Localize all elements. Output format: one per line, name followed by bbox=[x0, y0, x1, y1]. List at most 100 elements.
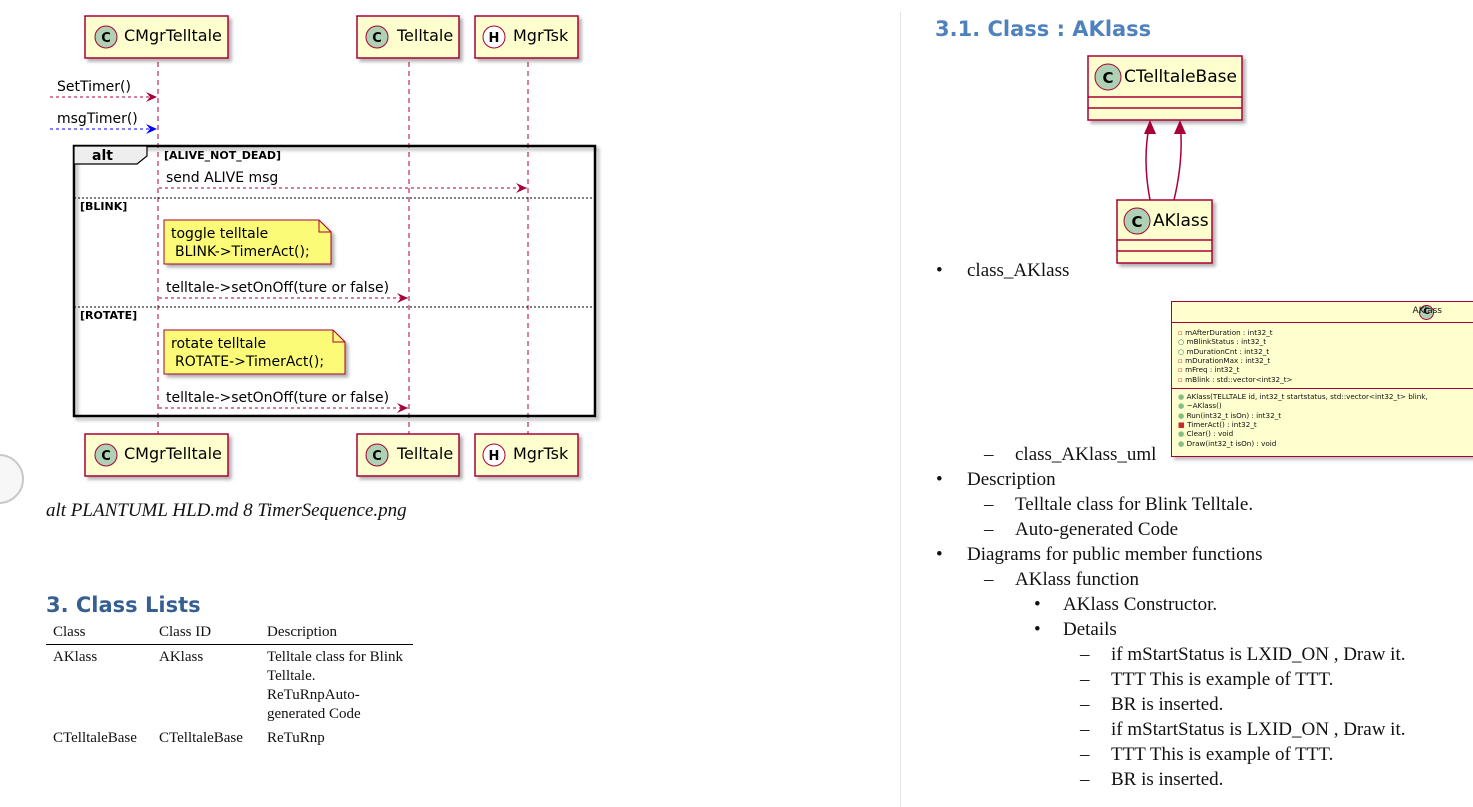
column-divider bbox=[900, 12, 901, 807]
class-icon: C bbox=[1419, 305, 1434, 320]
arrowhead bbox=[1174, 120, 1186, 134]
guard-rotate: [ROTATE] bbox=[80, 309, 137, 322]
participant-label: CMgrTelltale bbox=[124, 26, 222, 45]
uml-class-title: AKlass bbox=[1412, 306, 1442, 316]
bullet-diagrams: Diagrams for public member functions bbox=[967, 544, 1263, 565]
message-msgtimer: msgTimer() bbox=[57, 111, 138, 127]
bullet-dot: • bbox=[936, 260, 943, 281]
diagram-caption: alt PLANTUML HLD.md 8 TimerSequence.png bbox=[46, 500, 407, 521]
class-icon: C bbox=[372, 31, 382, 46]
participant-mgrtsk-bottom: H MgrTsk bbox=[474, 433, 579, 477]
uml-method: ● Clear() : void bbox=[1178, 429, 1234, 439]
detail-line: if mStartStatus is LXID_ON , Draw it. bbox=[1111, 644, 1406, 665]
bullet-class-aklass: class_AKlass bbox=[967, 260, 1070, 281]
alt-frame: alt [ALIVE_NOT_DEAD] [BLINK] [ROTATE] bbox=[72, 144, 597, 418]
class-icon: C bbox=[1131, 213, 1142, 231]
cell-description: Telltale class for Blink Telltale. ReTuR… bbox=[267, 649, 403, 722]
bullet-dot: • bbox=[1034, 594, 1041, 615]
dash-marker: – bbox=[1080, 769, 1090, 790]
class-list-table: Class Class ID Description AKlass AKlass… bbox=[46, 623, 413, 750]
uml-attribute: ○ mBlinkStatus : int32_t bbox=[1178, 337, 1267, 347]
class-inheritance-diagram: C CTelltaleBase C AKlass bbox=[1087, 55, 1243, 264]
class-icon: C bbox=[1102, 69, 1113, 87]
guard-alive-not-dead: [ALIVE_NOT_DEAD] bbox=[164, 149, 281, 162]
detail-line: BR is inserted. bbox=[1111, 694, 1224, 715]
participant-label: MgrTsk bbox=[513, 444, 569, 463]
cell-description: ReTuRnp bbox=[267, 730, 325, 746]
dash-marker: – bbox=[1080, 644, 1090, 665]
detail-line: if mStartStatus is LXID_ON , Draw it. bbox=[1111, 719, 1406, 740]
uml-method: ● ~AKlass() bbox=[1178, 401, 1222, 411]
table-header-row: Class Class ID Description bbox=[46, 623, 413, 645]
class-icon: C bbox=[372, 449, 382, 464]
class-aklass-heading: 3.1. Class : AKlass bbox=[935, 17, 1152, 41]
sub-item-uml: class_AKlass_uml bbox=[1015, 444, 1157, 465]
uml-method: ● Run(int32_t isOn) : int32_t bbox=[1178, 410, 1282, 420]
dash-marker: – bbox=[1080, 744, 1090, 765]
note-toggle-telltale: toggle telltale BLINK->TimerAct(); bbox=[163, 219, 332, 265]
guard-blink: [BLINK] bbox=[80, 200, 127, 213]
uml-attribute: ○ mDurationCnt : int32_t bbox=[1178, 346, 1270, 356]
participant-telltale-bottom: C Telltale bbox=[356, 433, 460, 477]
note-rotate-telltale: rotate telltale ROTATE->TimerAct(); bbox=[163, 329, 346, 375]
details-item: Details bbox=[1063, 619, 1117, 640]
bullet-dot: • bbox=[936, 544, 943, 565]
bullet-dot: • bbox=[1034, 619, 1041, 640]
dash-marker: – bbox=[984, 569, 994, 590]
timer-sequence-diagram: C CMgrTelltale C Telltale H MgrTsk SetTi… bbox=[50, 15, 597, 477]
cell-class-id: AKlass bbox=[159, 649, 204, 665]
uml-attribute: ▫ mBlink : std::vector<int32_t> bbox=[1178, 374, 1293, 384]
uml-attribute: ▫ mDurationMax : int32_t bbox=[1178, 355, 1271, 365]
participant-cmgrtelltale-bottom: C CMgrTelltale bbox=[84, 433, 229, 477]
message-setonoff: telltale->setOnOff(ture or false) bbox=[166, 280, 389, 296]
uml-method: ■ TimerAct() : int32_t bbox=[1178, 419, 1257, 429]
column-header-class: Class bbox=[46, 623, 152, 645]
class-icon: C bbox=[101, 31, 111, 46]
participant-label: MgrTsk bbox=[513, 26, 569, 45]
constructor-item: AKlass Constructor. bbox=[1063, 594, 1218, 615]
aklass-uml-box: C AKlass ▫ mAfterDuration : int32_t ○ mB… bbox=[1171, 301, 1473, 457]
uml-method: ● AKlass(TELLTALE id, int32_t startstatu… bbox=[1178, 392, 1428, 401]
table-row: CTelltaleBase CTelltaleBase ReTuRnp bbox=[46, 726, 413, 750]
alt-label: alt bbox=[92, 148, 113, 164]
cell-class: AKlass bbox=[53, 649, 98, 665]
participant-telltale-top: C Telltale bbox=[356, 15, 460, 59]
dash-marker: – bbox=[1080, 694, 1090, 715]
arrowhead bbox=[1144, 120, 1156, 134]
column-header-class-id: Class ID bbox=[152, 623, 260, 645]
message-send-alive: send ALIVE msg bbox=[166, 170, 278, 186]
class-icon: C bbox=[101, 449, 111, 464]
uml-separator bbox=[1172, 388, 1473, 389]
uml-separator bbox=[1172, 322, 1473, 323]
participant-label: Telltale bbox=[396, 26, 453, 45]
uml-method: ● Draw(int32_t isOn) : void bbox=[1178, 438, 1277, 448]
function-item: AKlass function bbox=[1015, 569, 1140, 590]
participant-mgrtsk-top: H MgrTsk bbox=[474, 15, 579, 59]
uml-attribute: ▫ mFreq : int32_t bbox=[1178, 365, 1240, 375]
participant-label: Telltale bbox=[396, 444, 453, 463]
class-box-ctelltalebase: C CTelltaleBase bbox=[1087, 55, 1243, 121]
column-header-description: Description bbox=[260, 623, 413, 645]
description-item: Telltale class for Blink Telltale. bbox=[1015, 494, 1254, 515]
cell-class: CTelltaleBase bbox=[53, 730, 137, 746]
participant-cmgrtelltale-top: C CMgrTelltale bbox=[84, 15, 229, 59]
class-name: AKlass bbox=[1153, 211, 1209, 231]
thread-icon: H bbox=[489, 449, 500, 464]
dash-marker: – bbox=[984, 494, 994, 515]
note-line: ROTATE->TimerAct(); bbox=[175, 354, 324, 370]
class-name: CTelltaleBase bbox=[1124, 67, 1237, 87]
detail-line: TTT This is example of TTT. bbox=[1111, 744, 1334, 765]
note-line: rotate telltale bbox=[171, 336, 266, 352]
note-line: toggle telltale bbox=[171, 226, 268, 242]
class-box-aklass: C AKlass bbox=[1116, 199, 1213, 264]
bullet-dot: • bbox=[936, 469, 943, 490]
thread-icon: H bbox=[489, 31, 500, 46]
dash-marker: – bbox=[984, 444, 994, 465]
class-lists-heading: 3. Class Lists bbox=[46, 593, 201, 617]
uml-attribute: ▫ mAfterDuration : int32_t bbox=[1178, 328, 1273, 337]
note-line: BLINK->TimerAct(); bbox=[175, 244, 310, 260]
message-setonoff: telltale->setOnOff(ture or false) bbox=[166, 390, 389, 406]
message-settimer: SetTimer() bbox=[57, 79, 131, 95]
table-row: AKlass AKlass Telltale class for Blink T… bbox=[46, 645, 413, 727]
detail-line: BR is inserted. bbox=[1111, 769, 1224, 790]
